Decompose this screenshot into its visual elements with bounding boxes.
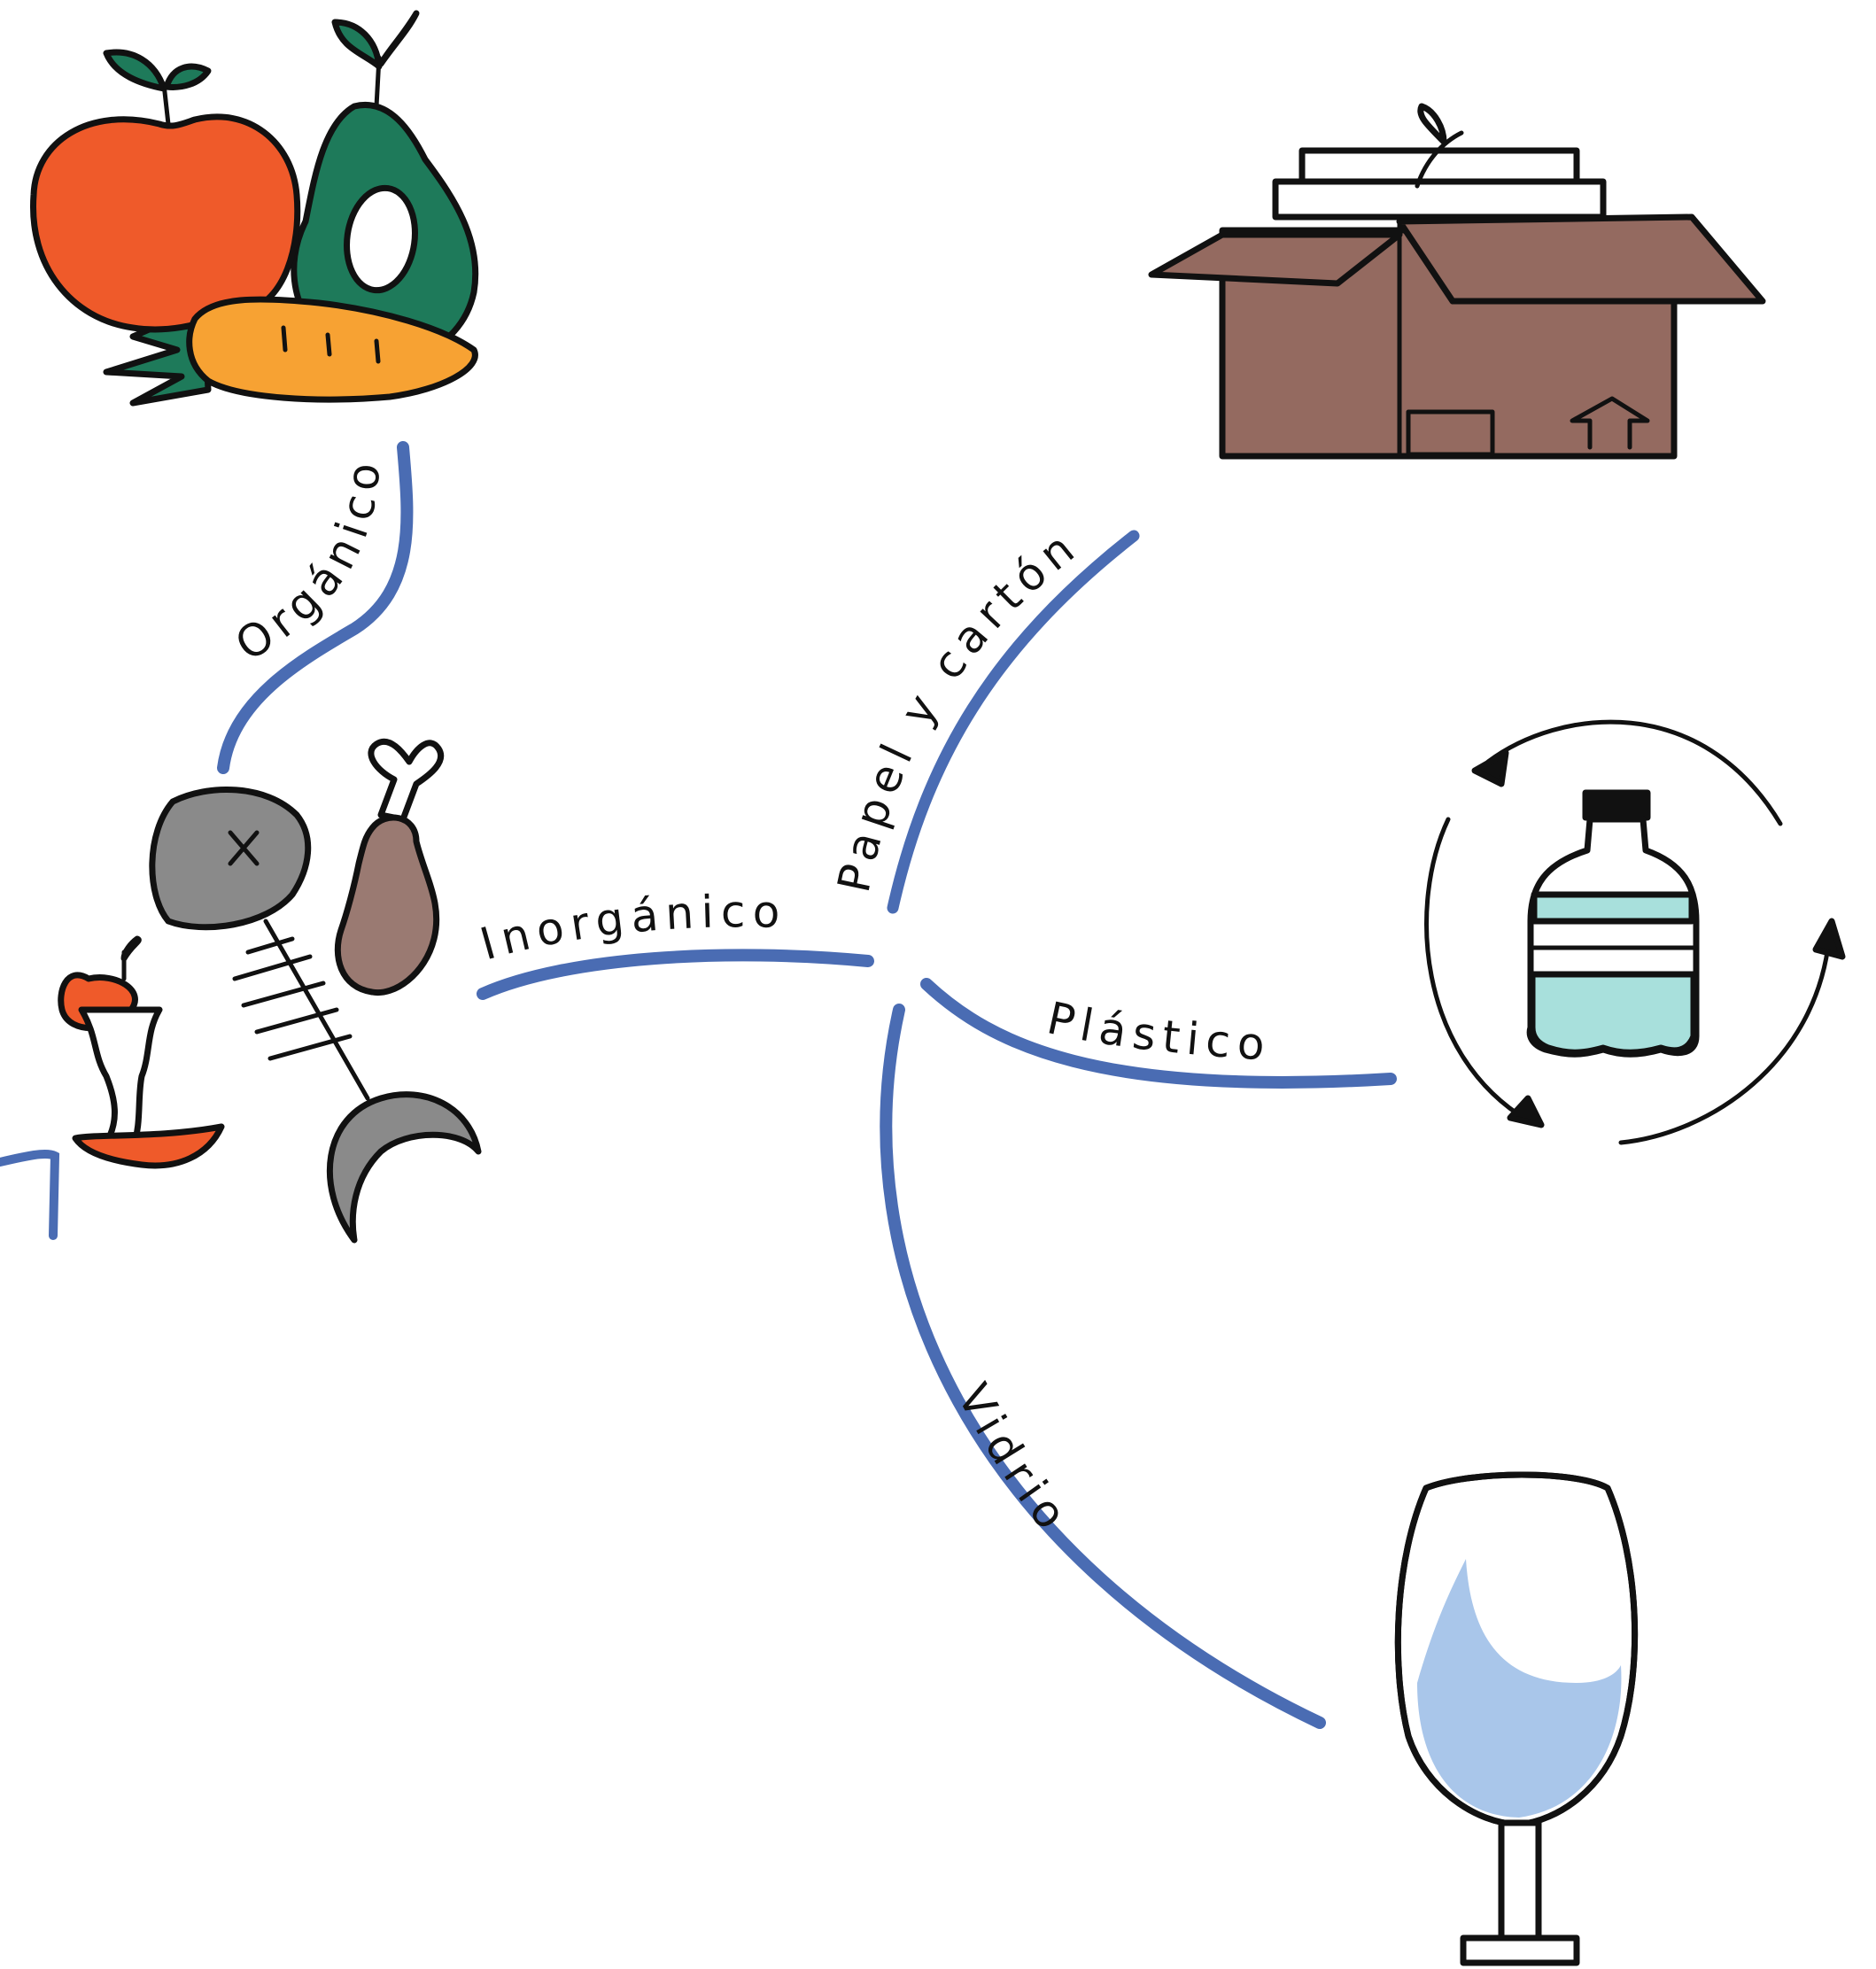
label-vidrio: Vidrio: [947, 1376, 1081, 1545]
food-waste-icon: [61, 741, 478, 1240]
label-organico: Orgánico: [227, 454, 391, 671]
cardboard-box-icon: [1151, 106, 1763, 456]
branch-line-vidrio: [886, 1010, 1320, 1723]
label-papel-carton: Papel y cartón: [828, 519, 1089, 897]
branch-line-inorganico: [483, 955, 868, 994]
wine-glass-icon: [1398, 1475, 1634, 1963]
fruit-vegetable-icon: [33, 13, 475, 403]
branch-line-offscreen: [0, 1154, 55, 1236]
recycle-bottle-icon: [1427, 722, 1842, 1143]
